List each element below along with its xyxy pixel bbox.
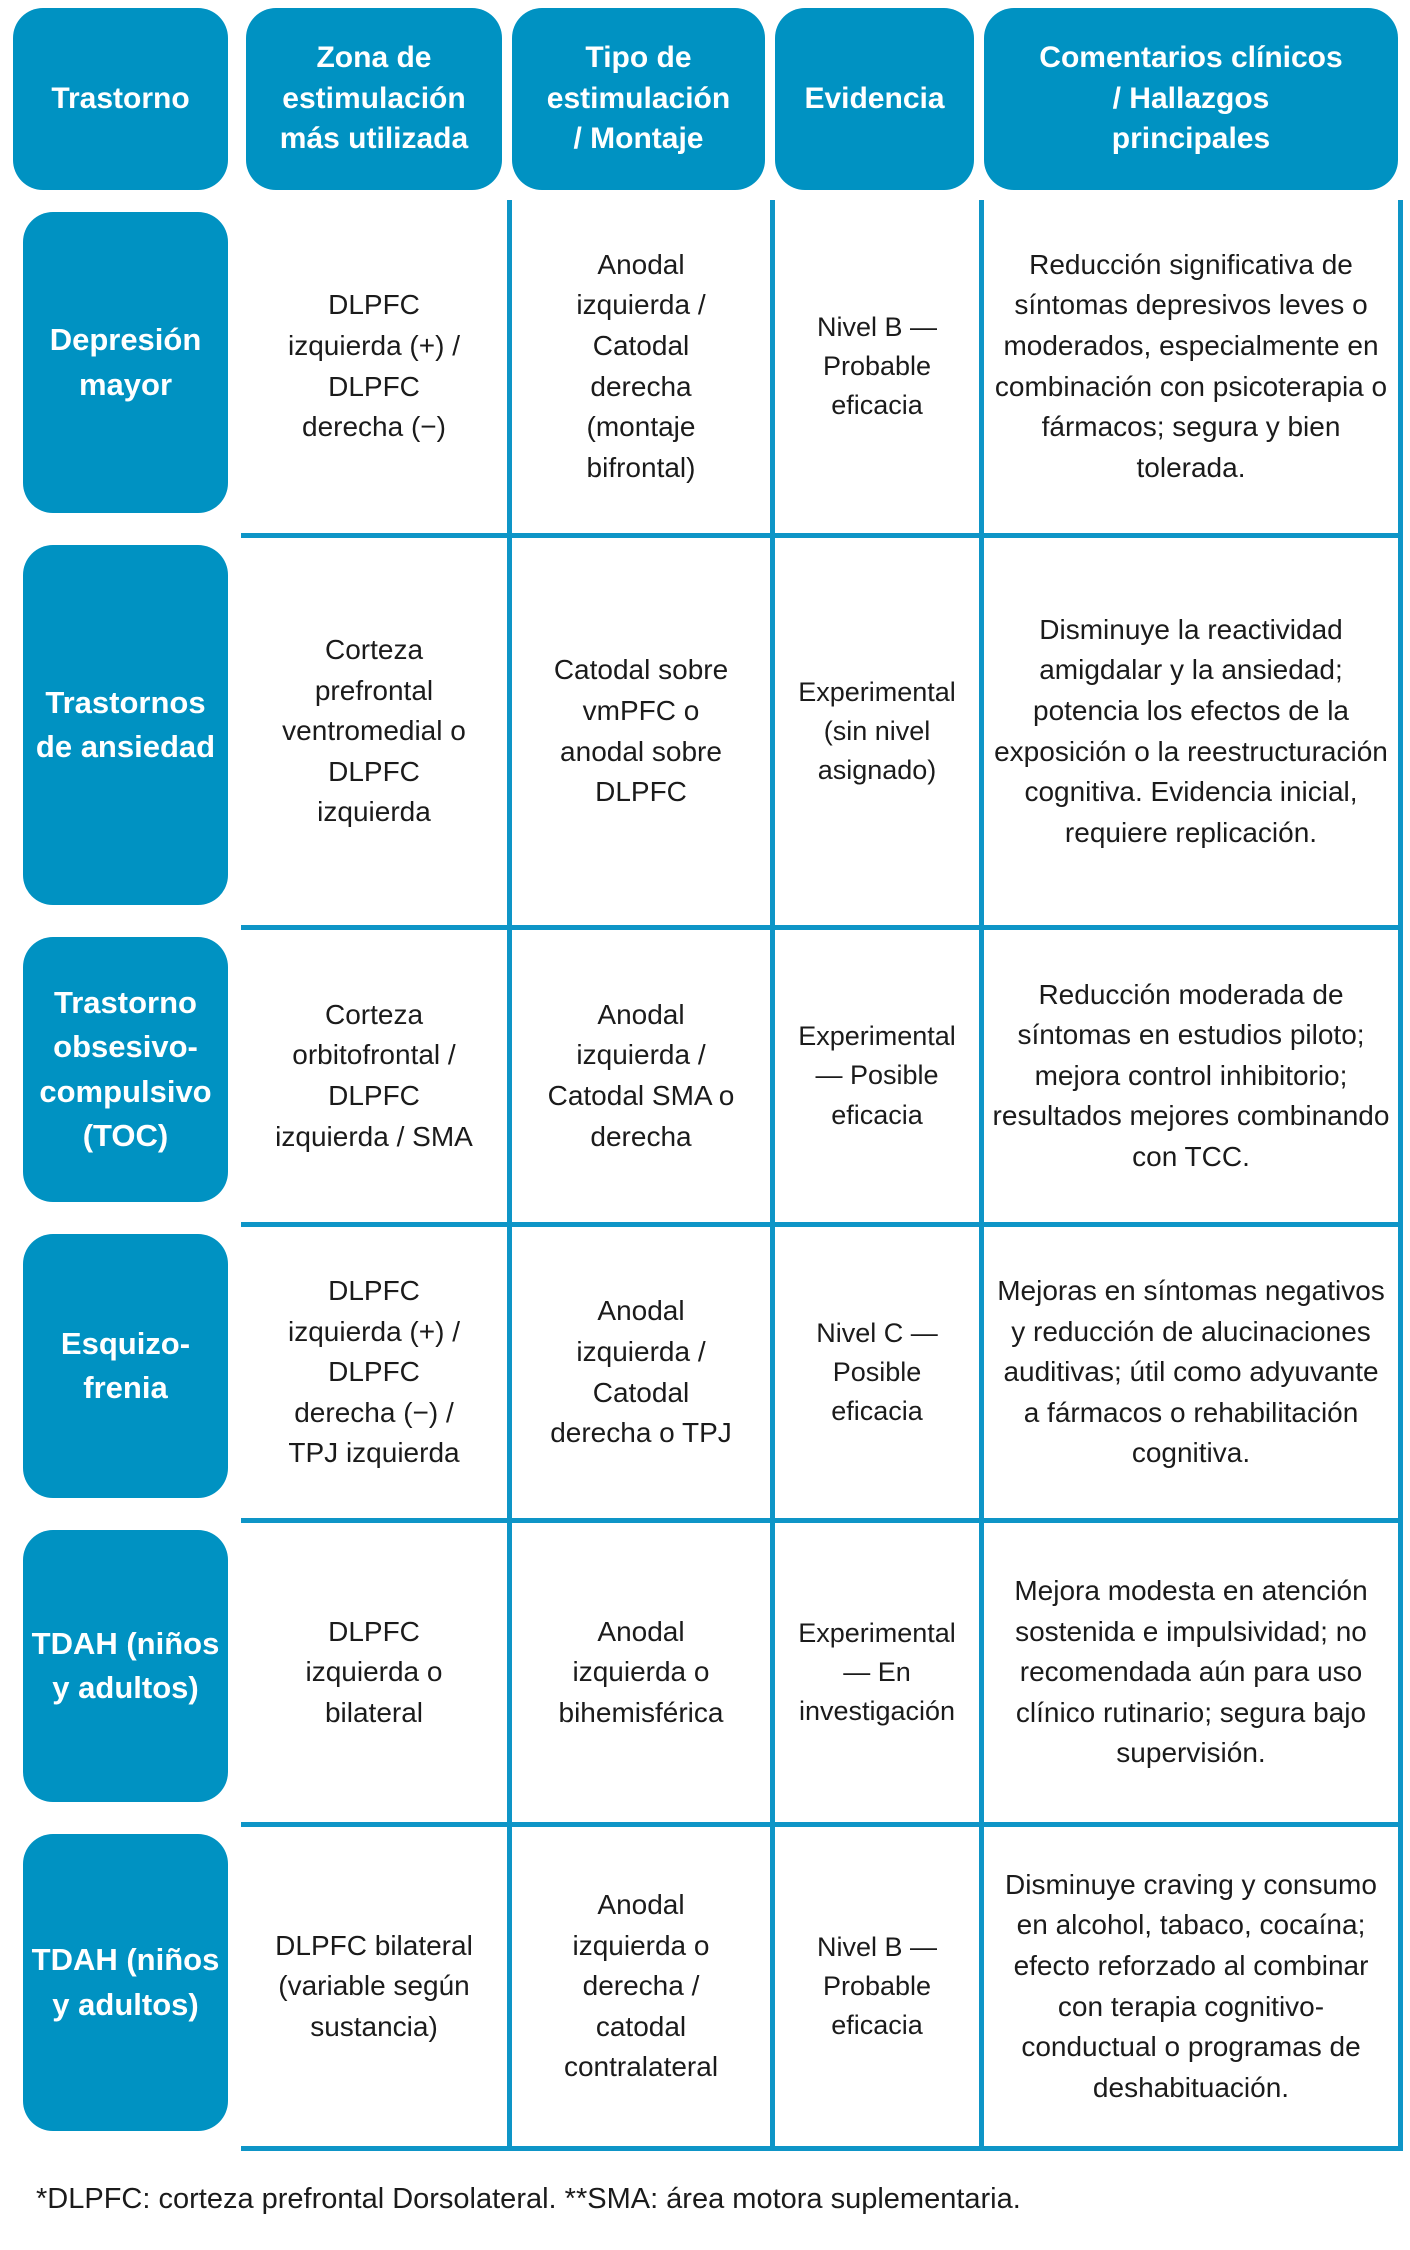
column-header-cell: Tipo de estimulación / Montaje	[507, 0, 770, 200]
evidencia-cell: Nivel B — Probable eficacia	[770, 200, 979, 533]
disorder-chip: TDAH (niños y adultos)	[23, 1834, 228, 2131]
table-row-cell: Esquizo-frenia	[13, 1222, 241, 1518]
zona-cell: Corteza prefrontal ventromedial o DLPFC …	[241, 533, 507, 925]
table-row-cell: TDAH (niños y adultos)	[13, 1822, 241, 2151]
evidencia-cell: Experimental (sin nivel asignado)	[770, 533, 979, 925]
disorder-chip: Depresión mayor	[23, 212, 228, 513]
column-header-cell: Zona de estimulación más utilizada	[241, 0, 507, 200]
tipo-cell: Anodal izquierda / Catodal SMA o derecha	[507, 925, 770, 1222]
disorder-chip: Esquizo-frenia	[23, 1234, 228, 1498]
evidencia-cell: Nivel C — Posible eficacia	[770, 1222, 979, 1518]
tipo-cell: Anodal izquierda / Catodal derecha (mont…	[507, 200, 770, 533]
table-row-cell: Trastorno obsesivo-compulsivo (TOC)	[13, 925, 241, 1222]
disorder-chip: Trastorno obsesivo-compulsivo (TOC)	[23, 937, 228, 1202]
tipo-cell: Anodal izquierda / Catodal derecha o TPJ	[507, 1222, 770, 1518]
zona-cell: DLPFC izquierda o bilateral	[241, 1518, 507, 1822]
table-row-cell: Depresión mayor	[13, 200, 241, 533]
comentarios-cell: Reducción significativa de síntomas depr…	[979, 200, 1403, 533]
evidencia-cell: Nivel B — Probable eficacia	[770, 1822, 979, 2151]
tipo-cell: Catodal sobre vmPFC o anodal sobre DLPFC	[507, 533, 770, 925]
zona-cell: DLPFC izquierda (+) / DLPFC derecha (−)	[288, 289, 460, 443]
tipo-cell: Anodal izquierda o bihemisférica	[507, 1518, 770, 1822]
disorder-chip: Trastornos de ansiedad	[23, 545, 228, 905]
column-header-comentarios: Comentarios clínicos / Hallazgos princip…	[984, 8, 1398, 190]
column-header-trastorno: Trastorno	[13, 8, 228, 190]
footnote: *DLPFC: corteza prefrontal Dorsolateral.…	[36, 2183, 1021, 2215]
zona-cell: Corteza orbitofrontal / DLPFC izquierda …	[241, 925, 507, 1222]
comentarios-cell: Mejoras en síntomas negativos y reducció…	[979, 1222, 1403, 1518]
column-header-tipo: Tipo de estimulación / Montaje	[512, 8, 765, 190]
column-header-evidencia: Evidencia	[775, 8, 974, 190]
tipo-cell: Anodal izquierda o derecha / catodal con…	[507, 1822, 770, 2151]
comentarios-cell: Disminuye la reactividad amigdalar y la …	[979, 533, 1403, 925]
comentarios-cell: Disminuye craving y consumo en alcohol, …	[979, 1822, 1403, 2151]
table-row-cell: Trastornos de ansiedad	[13, 533, 241, 925]
disorder-chip: TDAH (niños y adultos)	[23, 1530, 228, 1802]
column-header-zona: Zona de estimulación más utilizada	[246, 8, 502, 190]
comentarios-cell: Mejora modesta en atención sostenida e i…	[979, 1518, 1403, 1822]
evidencia-cell: Experimental — En investigación	[770, 1518, 979, 1822]
column-header-cell: Comentarios clínicos / Hallazgos princip…	[979, 0, 1403, 200]
comentarios-cell: Reducción moderada de síntomas en estudi…	[979, 925, 1403, 1222]
zona-cell: DLPFC izquierda (+) / DLPFC derecha (−) …	[241, 1222, 507, 1518]
evidence-table: Trastorno Zona de estimulación más utili…	[13, 0, 1403, 2151]
column-header-cell: Evidencia	[770, 0, 979, 200]
column-header-cell: Trastorno	[13, 0, 241, 200]
evidencia-cell: Experimental — Posible eficacia	[770, 925, 979, 1222]
zona-cell: DLPFC bilateral (variable según sustanci…	[241, 1822, 507, 2151]
table-row-cell: TDAH (niños y adultos)	[13, 1518, 241, 1822]
